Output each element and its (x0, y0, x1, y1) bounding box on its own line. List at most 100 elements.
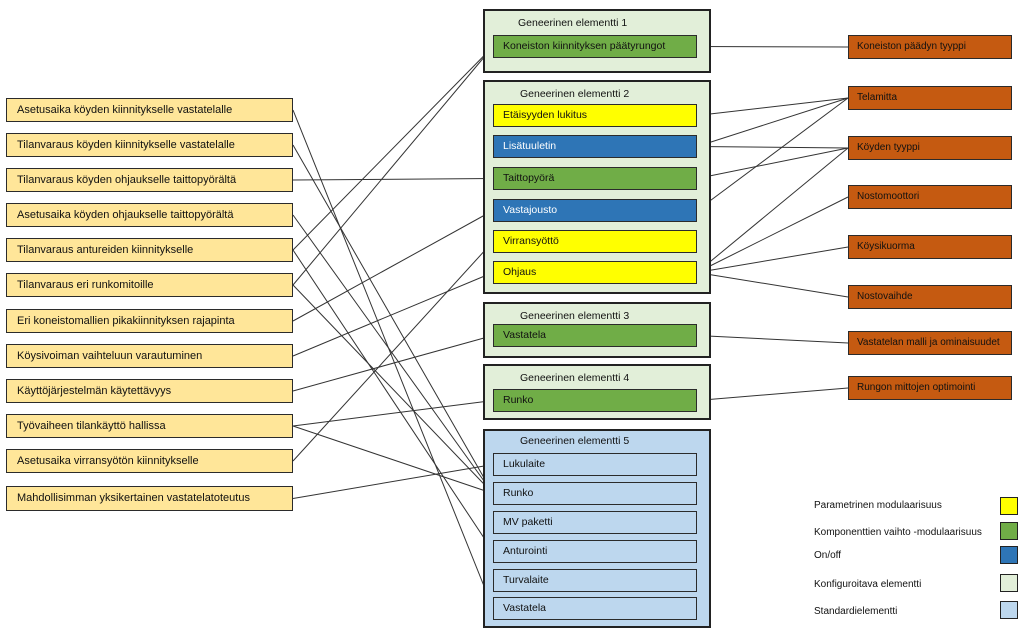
connection-line (292, 109, 494, 609)
component-box: Taittopyörä (493, 167, 697, 190)
requirement-label: Eri koneistomallien pikakiinnityksen raj… (17, 314, 235, 327)
legend-label: Konfiguroitava elementti (814, 579, 922, 590)
legend-label: Komponenttien vaihto -modulaarisuus (814, 527, 982, 538)
group-title: Geneerinen elementti 2 (520, 88, 630, 100)
requirement-box: Eri koneistomallien pikakiinnityksen raj… (6, 309, 293, 333)
component-label: Vastatela (503, 602, 546, 615)
connection-line (292, 214, 494, 494)
component-box: MV paketti (493, 511, 697, 534)
component-box: Lisätuuletin (493, 135, 697, 158)
property-label: Rungon mittojen optimointi (857, 382, 976, 393)
component-box: Vastatela (493, 324, 697, 347)
connection-line (696, 46, 849, 48)
requirement-box: Työvaiheen tilankäyttö hallissa (6, 414, 293, 438)
connection-line (292, 144, 494, 494)
property-box: Rungon mittojen optimointi (848, 376, 1012, 400)
component-label: Etäisyyden lukitus (503, 109, 588, 122)
component-label: Runko (503, 487, 534, 500)
connection-line (292, 272, 494, 357)
group-title: Geneerinen elementti 5 (520, 435, 630, 447)
legend-label: Standardielementti (814, 606, 898, 617)
requirement-label: Köysivoiman vaihteluun varautuminen (17, 349, 203, 362)
legend-label: On/off (814, 550, 842, 561)
connection-line (292, 178, 494, 181)
requirement-box: Asetusaika virransyötön kiinnitykselle (6, 449, 293, 473)
component-box: Ohjaus (493, 261, 697, 284)
component-label: Virransyöttö (503, 235, 559, 248)
connection-line (696, 272, 849, 298)
component-box: Koneiston kiinnityksen päätyrungot (493, 35, 697, 58)
connection-line (696, 147, 849, 273)
legend-label: Parametrinen modulaarisuus (814, 500, 942, 511)
connection-line (292, 425, 494, 494)
component-label: Ohjaus (503, 266, 537, 279)
property-label: Nostomoottori (857, 191, 920, 202)
component-box: Anturointi (493, 540, 697, 563)
connection-line (292, 241, 494, 462)
connection-line (696, 97, 849, 211)
connection-line (696, 246, 849, 273)
component-label: Lisätuuletin (503, 140, 557, 153)
requirement-box: Mahdollisimman yksikertainen vastatelato… (6, 486, 293, 511)
requirement-box: Asetusaika köyden ohjaukselle taittopyör… (6, 203, 293, 227)
requirement-label: Asetusaika köyden kiinnitykselle vastate… (17, 103, 233, 116)
group-title: Geneerinen elementti 4 (520, 372, 630, 384)
component-label: Taittopyörä (503, 172, 555, 185)
legend-swatch (1000, 546, 1018, 564)
component-box: Turvalaite (493, 569, 697, 592)
group-title: Geneerinen elementti 1 (518, 17, 628, 29)
component-box: Runko (493, 482, 697, 505)
property-box: Köysikuorma (848, 235, 1012, 259)
property-box: Vastatelan malli ja ominaisuudet (848, 331, 1012, 355)
requirement-box: Köysivoiman vaihteluun varautuminen (6, 344, 293, 368)
requirement-box: Asetusaika köyden kiinnitykselle vastate… (6, 98, 293, 122)
component-box: Vastajousto (493, 199, 697, 222)
property-box: Telamitta (848, 86, 1012, 110)
connection-line (696, 147, 849, 179)
requirement-label: Mahdollisimman yksikertainen vastatelato… (17, 492, 250, 504)
requirement-label: Tilanvaraus eri runkomitoille (17, 278, 154, 291)
legend-swatch (1000, 522, 1018, 540)
requirement-label: Asetusaika virransyötön kiinnitykselle (17, 454, 199, 467)
component-label: Koneiston kiinnityksen päätyrungot (503, 40, 666, 53)
legend-swatch (1000, 574, 1018, 592)
component-label: Vastatela (503, 329, 546, 342)
component-label: Vastajousto (503, 204, 558, 217)
property-label: Koneiston päädyn tyyppi (857, 41, 966, 52)
component-box: Etäisyyden lukitus (493, 104, 697, 127)
group-title: Geneerinen elementti 3 (520, 310, 630, 322)
connection-line (292, 46, 494, 251)
requirement-box: Käyttöjärjestelmän käytettävyys (6, 379, 293, 403)
component-box: Virransyöttö (493, 230, 697, 253)
property-box: Nostovaihde (848, 285, 1012, 309)
component-label: Lukulaite (503, 458, 546, 471)
property-box: Köyden tyyppi (848, 136, 1012, 160)
property-label: Vastatelan malli ja ominaisuudet (857, 337, 1000, 348)
requirement-box: Tilanvaraus köyden ohjaukselle taittopyö… (6, 168, 293, 192)
connection-line (696, 97, 849, 147)
requirement-box: Tilanvaraus köyden kiinnitykselle vastat… (6, 133, 293, 157)
property-label: Telamitta (857, 92, 898, 103)
component-box: Vastatela (493, 597, 697, 620)
property-label: Köysikuorma (857, 241, 915, 252)
component-label: Anturointi (503, 545, 548, 558)
connection-line (696, 335, 849, 344)
requirement-box: Tilanvaraus eri runkomitoille (6, 273, 293, 297)
component-label: Runko (503, 394, 534, 407)
connection-line (292, 46, 494, 286)
property-label: Nostovaihde (857, 291, 913, 302)
component-label: Turvalaite (503, 574, 549, 587)
property-box: Koneiston päädyn tyyppi (848, 35, 1012, 59)
requirement-label: Asetusaika köyden ohjaukselle taittopyör… (17, 208, 234, 221)
component-box: Runko (493, 389, 697, 412)
requirement-label: Tilanvaraus köyden kiinnitykselle vastat… (17, 138, 235, 151)
connection-line (696, 97, 849, 116)
connection-line (696, 196, 849, 273)
connection-line (292, 210, 494, 322)
legend-swatch (1000, 497, 1018, 515)
requirement-label: Tilanvaraus köyden ohjaukselle taittopyö… (17, 173, 237, 186)
legend-swatch (1000, 601, 1018, 619)
requirement-label: Työvaiheen tilankäyttö hallissa (17, 419, 166, 432)
requirement-label: Tilanvaraus antureiden kiinnitykselle (17, 243, 194, 256)
